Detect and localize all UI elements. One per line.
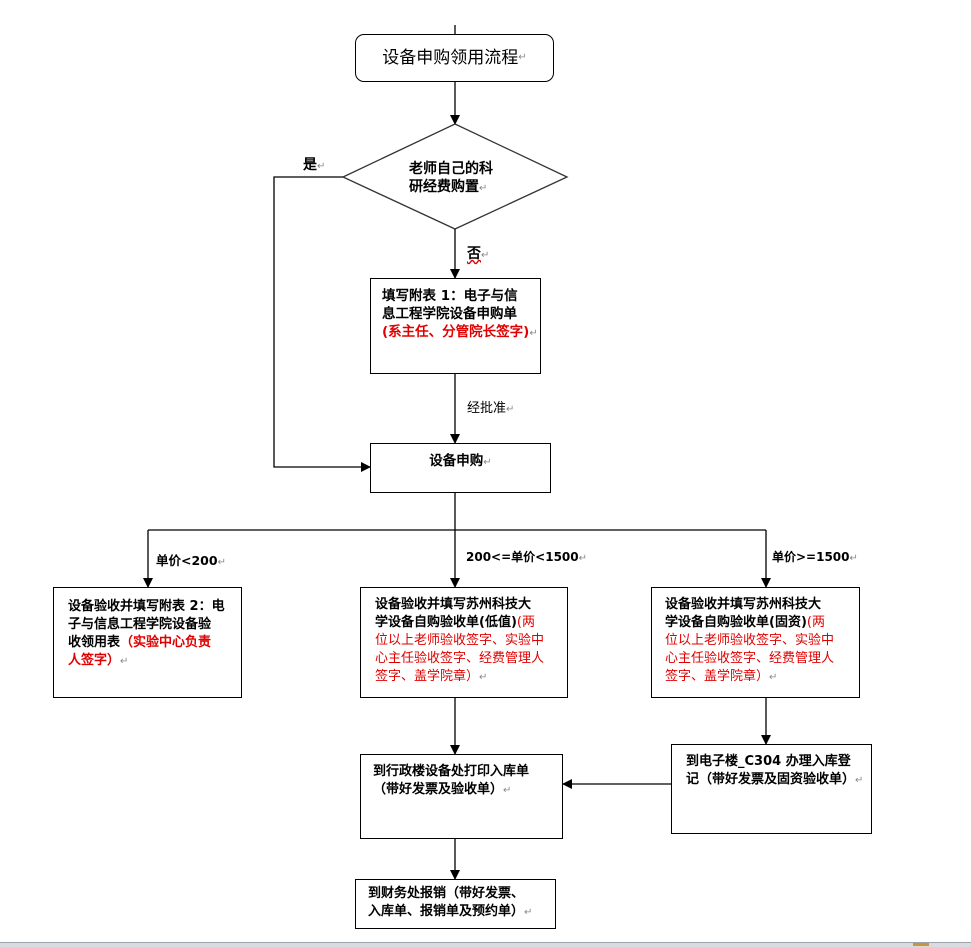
low-line-2: 子与信息工程学院设备验 bbox=[68, 617, 212, 632]
finance-line-1: 到财务处报销（带好发票、 bbox=[368, 886, 525, 901]
admin-building-node: 到行政楼设备处打印入库单 （带好发票及验收单）↵ bbox=[360, 754, 563, 839]
purchase-node: 设备申购↵ bbox=[370, 443, 551, 493]
low-value-node: 设备验收并填写附表 2：电 子与信息工程学院设备验 收领用表（实验中心负责 人签… bbox=[53, 587, 242, 698]
finance-line-2: 入库单、报销单及预约单） bbox=[368, 904, 525, 919]
paragraph-mark: ↵ bbox=[217, 557, 226, 568]
finance-node: 到财务处报销（带好发票、 入库单、报销单及预约单）↵ bbox=[355, 879, 556, 929]
paragraph-mark: ↵ bbox=[317, 161, 326, 172]
mid-line-4: 心主任验收签字、经费管理人 bbox=[375, 651, 545, 666]
purchase-node-text: 设备申购 bbox=[429, 453, 484, 469]
ebuilding-line-1: 到电子楼_C304 办理入库登 bbox=[686, 754, 851, 769]
mid-line-2b: (两 bbox=[516, 615, 535, 630]
mid-line-2a: 学设备自购验收单(低值) bbox=[375, 615, 517, 630]
form1-line-1: 填写附表 1：电子与信 bbox=[382, 288, 518, 304]
paragraph-mark: ↵ bbox=[524, 907, 533, 918]
edge-label-approved-text: 经批准 bbox=[467, 401, 507, 416]
paragraph-mark: ↵ bbox=[503, 785, 512, 796]
ebuilding-line-2: 记（带好发票及固资验收单） bbox=[686, 772, 856, 787]
low-line-4: 人签字） bbox=[68, 653, 121, 668]
edge-label-no: 否↵ bbox=[467, 243, 489, 263]
decision-line-2: 研经费购置 bbox=[409, 179, 479, 195]
mid-line-3: 位以上老师验收签字、实验中 bbox=[375, 633, 545, 648]
paragraph-mark: ↵ bbox=[506, 404, 515, 415]
paragraph-mark: ↵ bbox=[120, 656, 129, 667]
paragraph-mark: ↵ bbox=[518, 52, 527, 63]
low-line-1: 设备验收并填写附表 2：电 bbox=[68, 599, 225, 614]
high-value-node: 设备验收并填写苏州科技大 学设备自购验收单(固资)(两 位以上老师验收签字、实验… bbox=[651, 587, 860, 698]
edge-label-price-high-text: 单价>=1500 bbox=[772, 550, 850, 564]
high-line-3: 位以上老师验收签字、实验中 bbox=[665, 633, 835, 648]
edge-label-yes-text: 是 bbox=[303, 157, 317, 173]
mid-line-5: 签字、盖学院章） bbox=[375, 669, 480, 684]
edge-label-approved: 经批准↵ bbox=[467, 397, 514, 416]
admin-line-1: 到行政楼设备处打印入库单 bbox=[373, 764, 530, 779]
paragraph-mark: ↵ bbox=[529, 328, 538, 339]
paragraph-mark: ↵ bbox=[855, 775, 864, 786]
decision-node-text: 老师自己的科 研经费购置↵ bbox=[409, 160, 493, 198]
edge-label-price-high: 单价>=1500↵ bbox=[772, 548, 858, 565]
electronics-building-node: 到电子楼_C304 办理入库登 记（带好发票及固资验收单）↵ bbox=[671, 744, 872, 834]
arrow-yes-to-purchase bbox=[273, 176, 371, 472]
high-line-2b: (两 bbox=[806, 615, 825, 630]
paragraph-mark: ↵ bbox=[479, 672, 488, 683]
decision-line-1: 老师自己的科 bbox=[409, 161, 493, 177]
status-bar-indicator bbox=[913, 943, 929, 946]
low-line-3b: （实验中心负责 bbox=[120, 635, 212, 650]
paragraph-mark: ↵ bbox=[483, 457, 492, 468]
paragraph-mark: ↵ bbox=[479, 183, 488, 194]
start-node-text: 设备申购领用流程 bbox=[382, 48, 519, 68]
start-node: 设备申购领用流程↵ bbox=[355, 34, 554, 82]
edge-label-price-low-text: 单价<200 bbox=[156, 553, 218, 568]
paragraph-mark: ↵ bbox=[481, 250, 490, 261]
paragraph-mark: ↵ bbox=[578, 553, 588, 564]
high-line-2a: 学设备自购验收单(固资) bbox=[665, 615, 807, 630]
edge-label-price-mid-text: 200<=单价<1500 bbox=[466, 550, 579, 564]
form1-signature-note: (系主任、分管院长签字) bbox=[382, 324, 530, 340]
paragraph-mark: ↵ bbox=[849, 553, 858, 564]
mid-value-node: 设备验收并填写苏州科技大 学设备自购验收单(低值)(两 位以上老师验收签字、实验… bbox=[360, 587, 568, 698]
admin-line-2: （带好发票及验收单） bbox=[373, 782, 504, 797]
high-line-4: 心主任验收签字、经费管理人 bbox=[665, 651, 835, 666]
form1-line-2: 息工程学院设备申购单 bbox=[382, 306, 517, 322]
form1-node: 填写附表 1：电子与信 息工程学院设备申购单 (系主任、分管院长签字)↵ bbox=[370, 278, 541, 374]
edge-label-price-mid: 200<=单价<1500↵ bbox=[466, 548, 587, 565]
edge-label-no-text: 否 bbox=[467, 246, 481, 262]
low-line-3a: 收领用表 bbox=[68, 635, 121, 650]
high-line-5: 签字、盖学院章） bbox=[665, 669, 770, 684]
edge-label-yes: 是↵ bbox=[303, 154, 325, 174]
status-bar bbox=[0, 942, 971, 947]
mid-line-1: 设备验收并填写苏州科技大 bbox=[375, 597, 532, 612]
edge-label-price-low: 单价<200↵ bbox=[156, 550, 226, 569]
high-line-1: 设备验收并填写苏州科技大 bbox=[665, 597, 822, 612]
paragraph-mark: ↵ bbox=[769, 672, 778, 683]
